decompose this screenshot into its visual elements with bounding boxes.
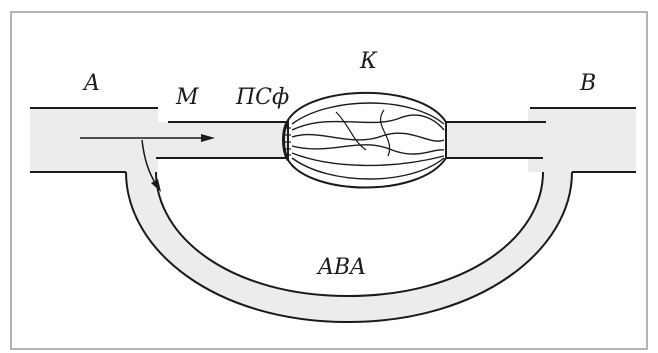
capillary-2	[291, 114, 445, 131]
label-metarteriole: M	[175, 85, 199, 110]
label-venule: B	[579, 71, 596, 96]
capillary-cross-2	[379, 109, 391, 157]
figure-frame	[10, 11, 648, 350]
sphincter-ring	[282, 120, 290, 161]
capillary-6	[291, 157, 445, 180]
precapillary-sphincter	[282, 120, 291, 161]
flow-arrow-shunt	[141, 139, 161, 192]
flow-arrow-main	[80, 134, 215, 142]
capillary-bed	[287, 91, 447, 189]
capillary-3	[291, 132, 445, 142]
capillary-cross-1	[335, 111, 367, 151]
capillary-1	[291, 102, 445, 125]
flow-arrow-shunt-head	[151, 179, 161, 192]
anastomosis-outer-wall	[125, 171, 573, 324]
flow-arrow-main-head	[201, 134, 215, 142]
label-precapillary-sphincter: ПСф	[235, 85, 289, 110]
arteriole-fill	[30, 108, 158, 172]
anastomosis-fill	[126, 172, 572, 322]
label-anastomosis: ABA	[316, 255, 366, 280]
metarteriole-fill	[158, 122, 288, 158]
anastomosis-inner-wall	[155, 171, 544, 298]
capillary-4	[291, 144, 445, 155]
capillary-5	[291, 152, 445, 167]
venule-fill	[528, 108, 636, 172]
label-capillaries: К	[359, 49, 378, 74]
label-arteriole: A	[82, 71, 100, 96]
flow-arrow-shunt-line	[141, 139, 157, 185]
